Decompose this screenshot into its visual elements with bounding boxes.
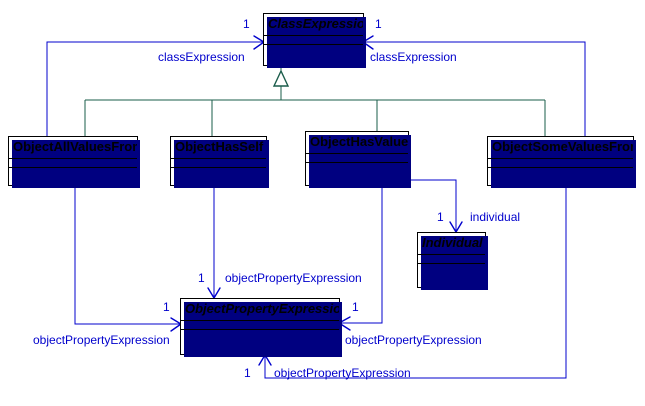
association-edges: ClassExpression (left route, top) --> Cl… (46, 41, 586, 379)
role-label-classexpression-left: classExpression (158, 50, 245, 64)
role-label-ope-bottom: objectPropertyExpression (274, 366, 411, 380)
class-name-object-some-values-from: ObjectSomeValuesFrom (488, 137, 633, 159)
class-attributes-object-has-self (171, 159, 266, 168)
class-attributes-class-expression (264, 36, 363, 45)
class-box-object-has-value[interactable]: ObjectHasValue (305, 131, 411, 188)
assoc-line-ohv-ope (340, 186, 383, 324)
class-attributes-object-property-expression (181, 321, 339, 330)
class-name-object-all-values-from: ObjectAllValuesFrom (9, 137, 137, 159)
class-box-individual[interactable]: Individual (417, 232, 488, 290)
role-label-ope-top: objectPropertyExpression (225, 271, 362, 285)
class-attributes-individual (418, 255, 485, 264)
class-name-class-expression: ClassExpression (264, 14, 363, 36)
class-attributes-object-some-values-from (488, 159, 633, 168)
multiplicity-ope-right: 1 (352, 300, 359, 314)
role-label-ope-left: objectPropertyExpression (33, 333, 170, 347)
assoc-line-oavf-classexpression (46, 41, 263, 136)
generalization-tree (84, 66, 546, 136)
assoc-line-osvf-classexpression (364, 41, 586, 136)
generalization-triangle-icon (272, 69, 290, 87)
class-name-object-has-self: ObjectHasSelf (171, 137, 266, 159)
class-attributes-object-all-values-from (9, 159, 137, 168)
role-label-classexpression-right: classExpression (370, 50, 457, 64)
class-name-object-property-expression: ObjectPropertyExpression (181, 299, 339, 321)
assoc-line-ohv-individual (409, 179, 457, 232)
class-name-object-has-value: ObjectHasValue (306, 132, 408, 154)
assoc-line-oavf-ope (74, 186, 180, 325)
multiplicity-classexpression-left: 1 (243, 17, 250, 31)
role-label-individual: individual (470, 210, 521, 224)
multiplicity-ope-left: 1 (163, 300, 170, 314)
multiplicity-ope-bottom: 1 (244, 366, 251, 380)
class-box-object-property-expression[interactable]: ObjectPropertyExpression (180, 298, 342, 357)
class-box-object-has-self[interactable]: ObjectHasSelf (170, 136, 269, 188)
class-name-individual: Individual (418, 233, 485, 255)
multiplicity-classexpression-right: 1 (375, 17, 382, 31)
multiplicity-ope-top: 1 (198, 271, 205, 285)
class-box-object-some-values-from[interactable]: ObjectSomeValuesFrom (487, 136, 636, 188)
role-label-ope-right: objectPropertyExpression (345, 333, 482, 347)
class-attributes-object-has-value (306, 154, 408, 163)
class-box-object-all-values-from[interactable]: ObjectAllValuesFrom (8, 136, 140, 188)
multiplicity-individual: 1 (437, 210, 444, 224)
class-box-class-expression[interactable]: ClassExpression (263, 13, 366, 68)
assoc-line-osvf-ope (264, 186, 567, 379)
